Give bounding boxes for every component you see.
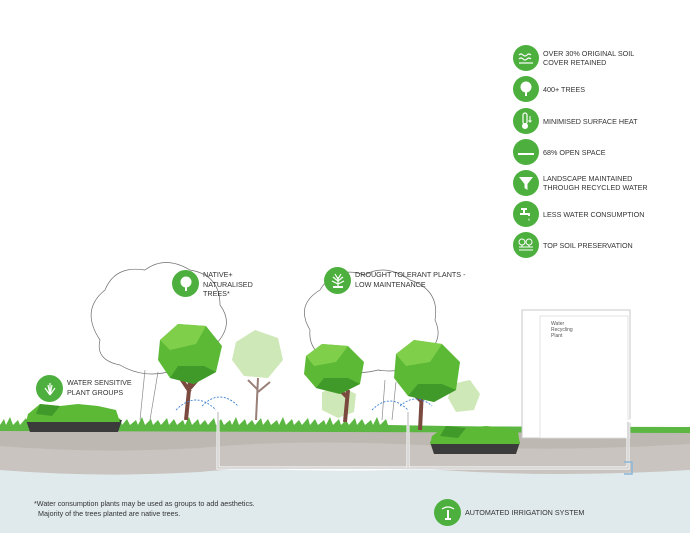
tree-3 (394, 340, 460, 431)
callout-text: PLANT GROUPS (67, 387, 124, 397)
soil-icon (513, 45, 539, 71)
planter-box-left (26, 404, 122, 432)
callout-irrigation: AUTOMATED IRRIGATION SYSTEM (434, 499, 584, 526)
legend-text: LESS WATER CONSUMPTION (543, 209, 645, 219)
callout-text: NATURALISED (203, 279, 253, 289)
callout-text: LOW MAINTENANCE (355, 279, 426, 289)
water-recycling-plant-label: Water Recycling Plant (551, 321, 591, 339)
footnote: *Water consumption plants may be used as… (34, 499, 255, 519)
callout-text: DROUGHT TOLERANT PLANTS - (355, 270, 466, 279)
legend-text: TOP SOIL PRESERVATION (543, 240, 633, 250)
legend-item-trees: 400+ TREES (513, 76, 585, 102)
tree-icon (513, 76, 539, 102)
light-tree-1 (232, 330, 283, 421)
tap-icon (513, 201, 539, 227)
legend-text: MINIMISED SURFACE HEAT (543, 116, 638, 126)
sprinkler-icon (434, 499, 461, 526)
plant-label-line: Water (551, 321, 565, 327)
callout-text: TREES* (203, 289, 230, 298)
funnel-icon (513, 170, 539, 196)
legend-text: LANDSCAPE MAINTAINED (543, 174, 633, 183)
top-soil-icon (513, 232, 539, 258)
open-space-icon (513, 139, 539, 165)
callout-text: NATIVE+ (203, 270, 233, 279)
footnote-line: Majority of the trees planted are native… (38, 509, 181, 518)
water-band (0, 462, 690, 533)
plant-label-line: Recycling (551, 327, 573, 333)
legend-text: 400+ TREES (543, 84, 586, 94)
tree-2 (304, 344, 364, 423)
legend-item-surface-heat: MINIMISED SURFACE HEAT (513, 108, 638, 134)
thermometer-icon (513, 108, 539, 134)
callout-text: AUTOMATED IRRIGATION SYSTEM (465, 508, 585, 517)
planter-box-right (430, 426, 520, 454)
footnote-line: *Water consumption plants may be used as… (34, 499, 255, 508)
legend-text: OVER 30% ORIGINAL SOIL (543, 49, 635, 58)
tree-outline-left (90, 262, 227, 375)
grass-icon (36, 375, 63, 402)
callout-drought-plants: DROUGHT TOLERANT PLANTS -LOW MAINTENANCE (324, 267, 466, 294)
tree-1 (158, 324, 222, 421)
legend-item-less-water: LESS WATER CONSUMPTION (513, 201, 644, 227)
plant-icon (324, 267, 351, 294)
sprinkler-arc (175, 396, 239, 411)
grass-tufts (0, 417, 690, 430)
tree-icon (172, 270, 199, 297)
legend-item-top-soil: TOP SOIL PRESERVATION (513, 232, 633, 258)
legend-text: 68% OPEN SPACE (543, 147, 606, 157)
legend-item-open-space: 68% OPEN SPACE (513, 139, 606, 165)
legend-text: THROUGH RECYCLED WATER (543, 183, 648, 192)
plant-label-line: Plant (551, 333, 563, 339)
callout-text: WATER SENSITIVE (67, 378, 132, 387)
legend-text: COVER RETAINED (543, 58, 607, 67)
